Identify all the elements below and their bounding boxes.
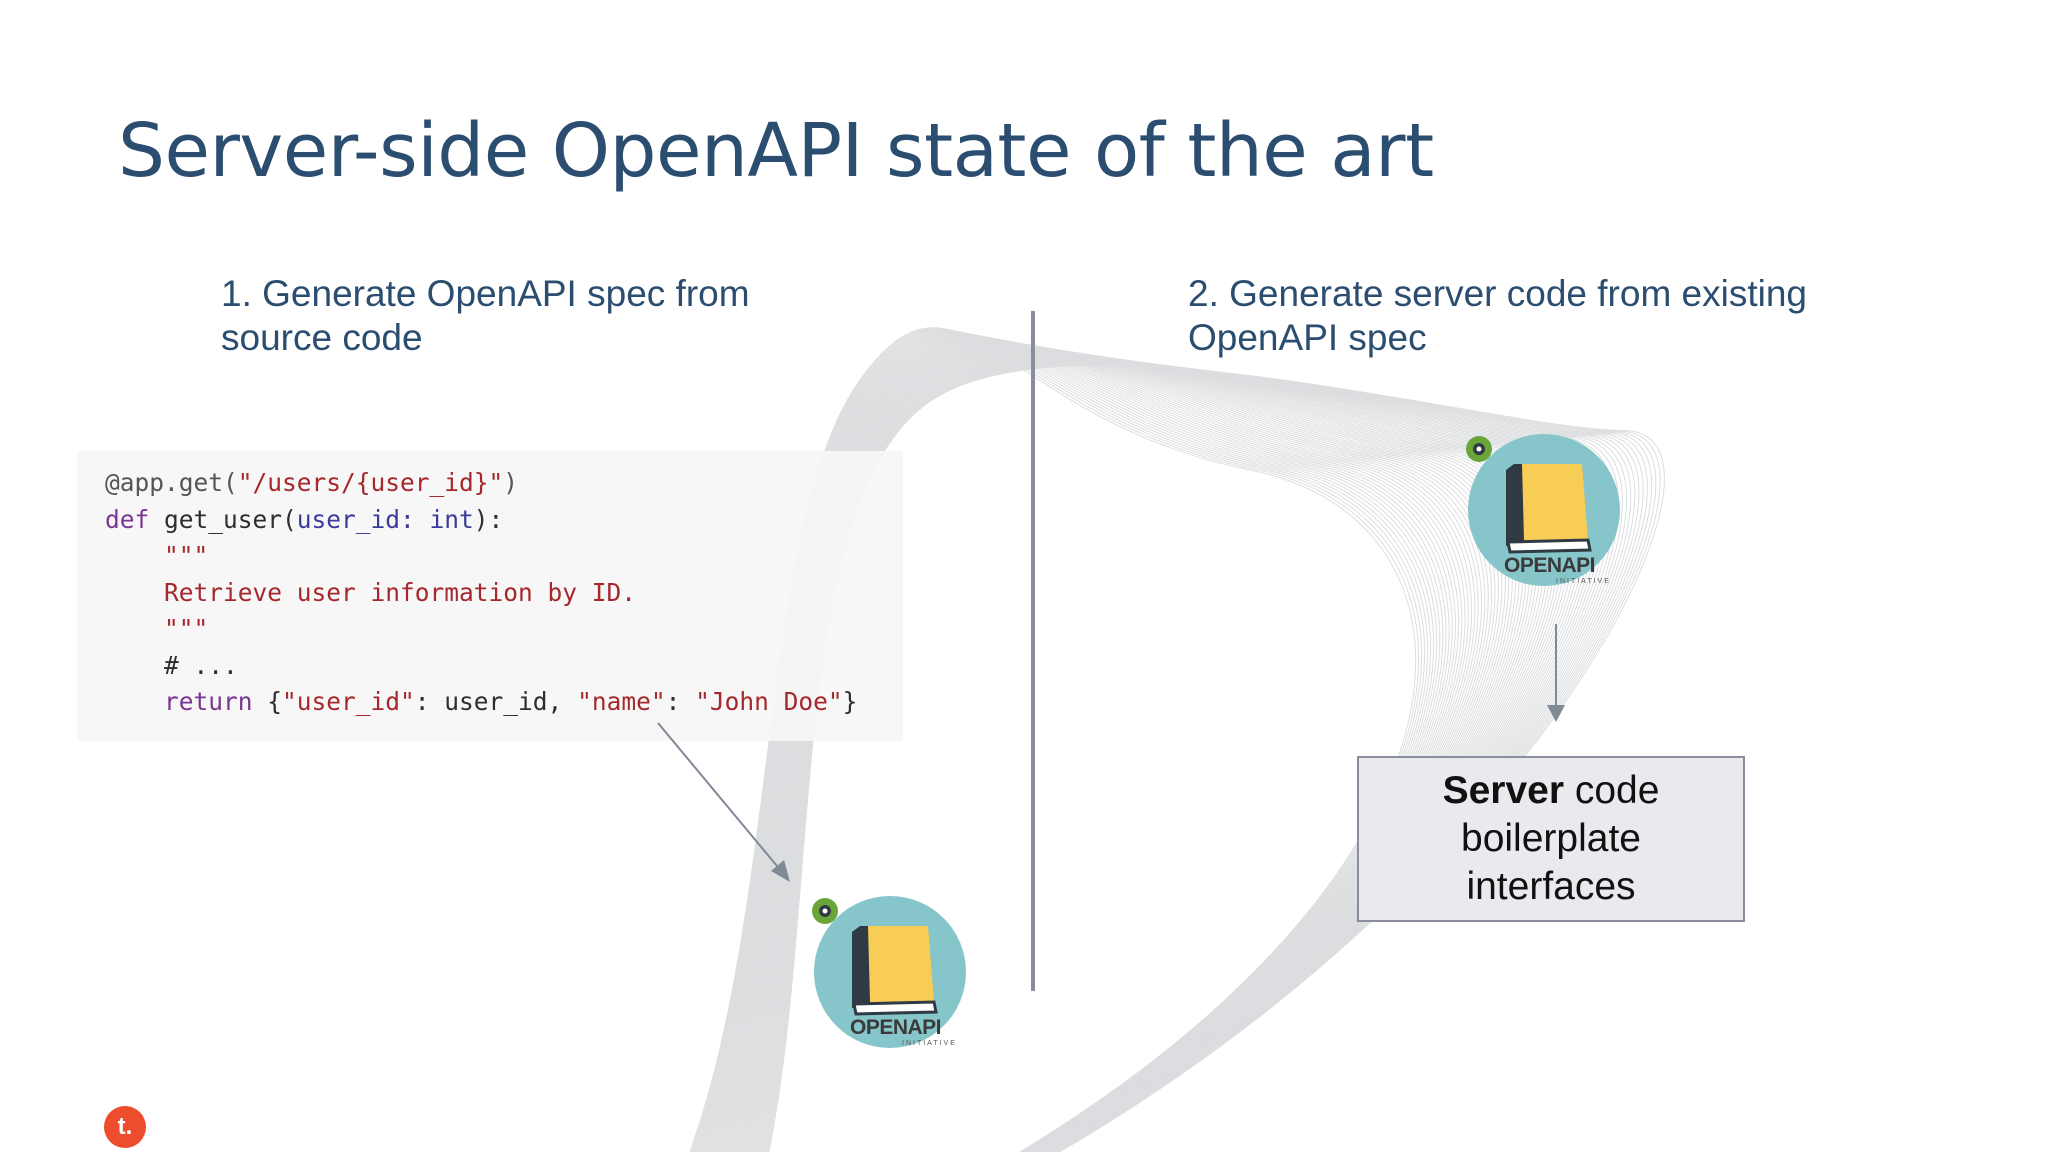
openapi-logo-generated: OPENAPI INITIATIVE — [810, 896, 970, 1056]
step2-heading-line1: 2. Generate server code from existing — [1188, 273, 1808, 314]
code-param: user_id: int — [296, 504, 474, 534]
code-snippet: @app.get("/users/{user_id}") def get_use… — [77, 451, 903, 741]
code-func-name: get_user( — [149, 504, 297, 534]
server-code-box: Server code boilerplate interfaces — [1357, 756, 1745, 922]
brand-logo: t. — [104, 1106, 146, 1148]
code-text: @app.get("/users/{user_id}") def get_use… — [105, 465, 903, 721]
step2-heading-line2: OpenAPI spec — [1188, 317, 1427, 358]
openapi-wordmark: OPENAPI — [1504, 554, 1596, 577]
code-comment: # ... — [105, 650, 238, 680]
openapi-initiative-label: INITIATIVE — [902, 1040, 957, 1047]
code-key-user-id: "user_id" — [282, 687, 415, 716]
openapi-initiative-label: INITIATIVE — [1556, 578, 1611, 585]
column-divider — [1031, 311, 1035, 991]
code-docstring-text: Retrieve user information by ID. — [105, 577, 637, 607]
server-code-line2: boilerplate — [1461, 817, 1641, 860]
code-return-open: { — [252, 687, 283, 716]
code-key-name: "name" — [577, 687, 666, 716]
code-def-keyword: def — [105, 504, 150, 534]
server-code-line3: interfaces — [1466, 865, 1636, 908]
brand-logo-mark: t. — [117, 1113, 133, 1140]
step1-heading-line2: source code — [221, 317, 423, 358]
step2-heading: 2. Generate server code from existing Op… — [1188, 272, 1807, 360]
slide-title: Server-side OpenAPI state of the art — [118, 108, 1434, 194]
server-code-rest: code — [1564, 769, 1660, 812]
code-decorator: @app.get( — [105, 468, 238, 497]
server-code-line1: Server code — [1443, 767, 1660, 815]
code-func-close: ): — [473, 504, 504, 534]
openapi-logo-existing: OPENAPI INITIATIVE — [1464, 434, 1624, 594]
code-docstring-open: """ — [105, 541, 209, 570]
openapi-emblem-icon — [1466, 436, 1492, 462]
code-route: "/users/{user_id}" — [237, 468, 504, 497]
step1-heading-line1: 1. Generate OpenAPI spec from — [221, 273, 750, 314]
book-icon — [1506, 464, 1592, 554]
code-colon2: : — [665, 687, 696, 716]
book-icon — [852, 926, 938, 1016]
openapi-emblem-icon — [812, 898, 838, 924]
code-colon1: : user_id, — [414, 687, 578, 716]
code-docstring-close: """ — [105, 614, 209, 643]
code-value-name: "John Doe" — [695, 687, 843, 716]
step1-heading: 1. Generate OpenAPI spec from source cod… — [221, 272, 750, 360]
server-code-bold: Server — [1442, 769, 1565, 812]
code-return-close: } — [842, 687, 858, 716]
code-return-keyword: return — [105, 687, 253, 716]
openapi-wordmark: OPENAPI — [850, 1016, 942, 1039]
code-decorator-close: ) — [503, 468, 519, 497]
